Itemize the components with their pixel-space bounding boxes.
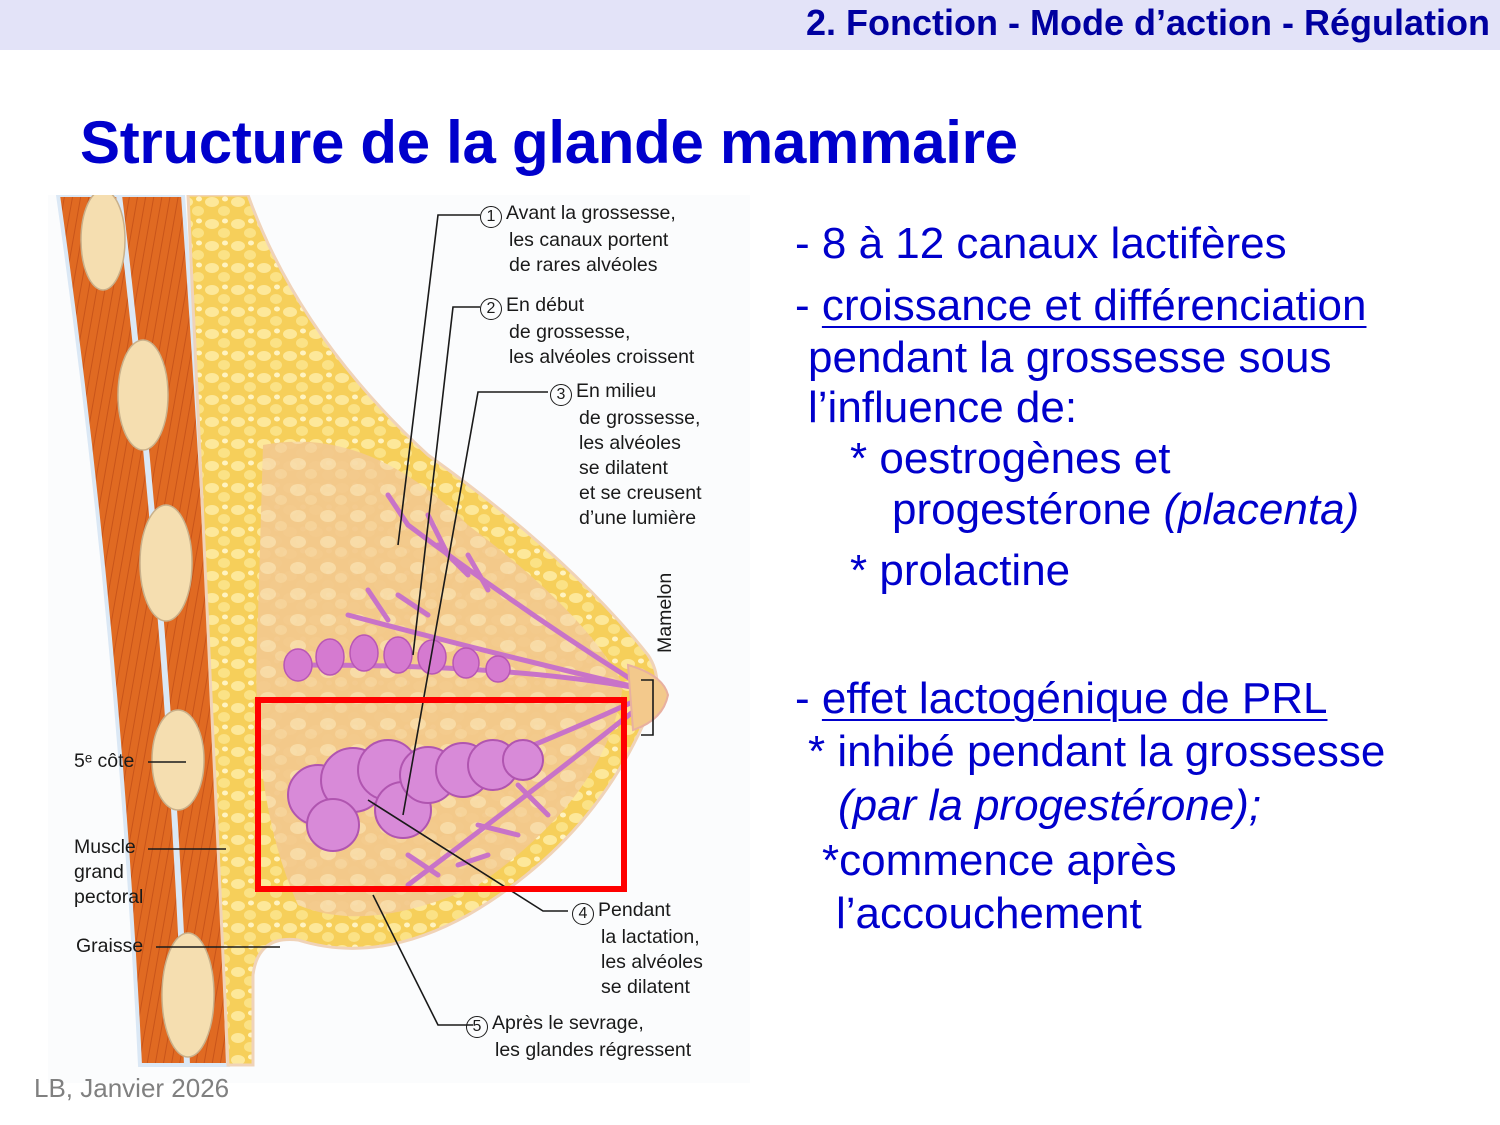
sub-bullet-starts: *commence après (822, 836, 1177, 885)
label-5th-rib: 5ᵉ côte (74, 750, 135, 772)
bullet-growth-line3: l’influence de: (808, 383, 1078, 432)
slide-title: Structure de la glande mammaire (80, 109, 1018, 176)
bullet-growth-line2: pendant la grossesse sous (808, 333, 1332, 382)
label-fat: Graisse (76, 935, 144, 957)
bullet-lactogenic: - effet lactogénique de PRL (795, 674, 1328, 723)
sub-bullet-inhibited: * inhibé pendant la grossesse (808, 727, 1386, 776)
label-mamelon: Mamelon (654, 572, 676, 653)
bullet-ducts: - 8 à 12 canaux lactifères (795, 219, 1287, 268)
section-title: 2. Fonction - Mode d’action - Régulation (806, 2, 1490, 43)
sub-bullet-inhibited-reason: (par la progestérone); (838, 781, 1262, 830)
number-5-icon: 5 (466, 1016, 488, 1038)
label-pectoral-muscle: Muscle grand pectoral (74, 836, 144, 908)
sub-bullet-starts-line2: l’accouchement (836, 889, 1142, 938)
number-3-icon: 3 (550, 384, 572, 406)
sub-bullet-estrogen: * oestrogènes et (850, 434, 1171, 483)
footer-author-date: LB, Janvier 2026 (34, 1073, 230, 1103)
bullet-growth: - croissance et différenciation (795, 281, 1367, 330)
number-4-icon: 4 (572, 903, 594, 925)
number-2-icon: 2 (480, 298, 502, 320)
sub-bullet-prolactin: * prolactine (850, 546, 1071, 595)
anatomy-drawing (55, 195, 670, 1067)
header-bar: 2. Fonction - Mode d’action - Régulation (0, 0, 1500, 50)
sub-bullet-progesterone: progestérone (placenta) (892, 485, 1360, 534)
lactation-highlight-box (255, 697, 627, 892)
number-1-icon: 1 (480, 206, 502, 228)
